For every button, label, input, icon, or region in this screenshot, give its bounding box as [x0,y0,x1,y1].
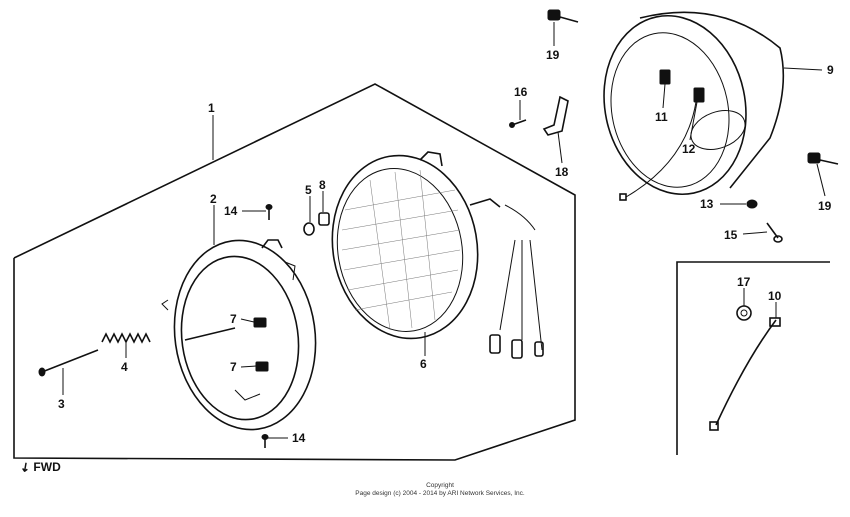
nut-17 [736,305,752,321]
bolt-19-right [807,152,839,165]
callout-7b: 7 [230,360,237,374]
sub-assembly-frame [676,261,830,455]
nut-5 [303,222,315,236]
callout-17: 17 [737,275,751,289]
callout-6: 6 [420,357,427,371]
callout-7a: 7 [230,312,237,326]
screw-14-bottom [261,434,269,448]
copyright-line-1: Copyright [426,482,454,489]
callout-15: 15 [724,228,738,242]
sealed-beam-unit [331,151,544,359]
copyright-line-2: Page design (c) 2004 - 2014 by ARI Netwo… [355,490,525,497]
bolt-19-top [547,9,579,23]
callout-2: 2 [210,192,217,206]
callout-18: 18 [555,165,569,179]
callout-8: 8 [319,178,326,192]
fwd-indicator: ↙ FWD [16,458,61,476]
spring [101,332,151,344]
callout-4: 4 [121,360,128,374]
nut-13 [746,199,758,209]
assembly-frame [13,83,576,461]
bracket-18 [542,95,569,136]
screw-16 [509,119,527,128]
grommet-8 [318,212,330,226]
callout-11: 11 [655,110,668,124]
bolt-15 [766,222,783,243]
callout-1: 1 [208,101,215,115]
callout-3: 3 [58,397,65,411]
fwd-label: FWD [33,460,61,474]
callout-10: 10 [768,289,782,303]
copyright-notice: Copyright Page design (c) 2004 - 2014 by… [300,482,580,498]
callout-5: 5 [305,183,312,197]
fwd-arrow-icon: ↙ [16,458,34,476]
callout-19b: 19 [818,199,832,213]
headlight-case [603,11,785,201]
callout-12: 12 [682,142,696,156]
callout-13: 13 [700,197,714,211]
adjusting-screw [38,349,99,377]
callout-14b: 14 [292,431,306,445]
callout-16: 16 [514,85,528,99]
screw-14-top [265,204,273,220]
wire-lead [709,317,781,431]
leader-lines [62,22,826,439]
callout-14a: 14 [224,204,238,218]
headlight-rim [161,239,317,431]
callout-9: 9 [827,63,834,77]
callout-19a: 19 [546,48,560,62]
